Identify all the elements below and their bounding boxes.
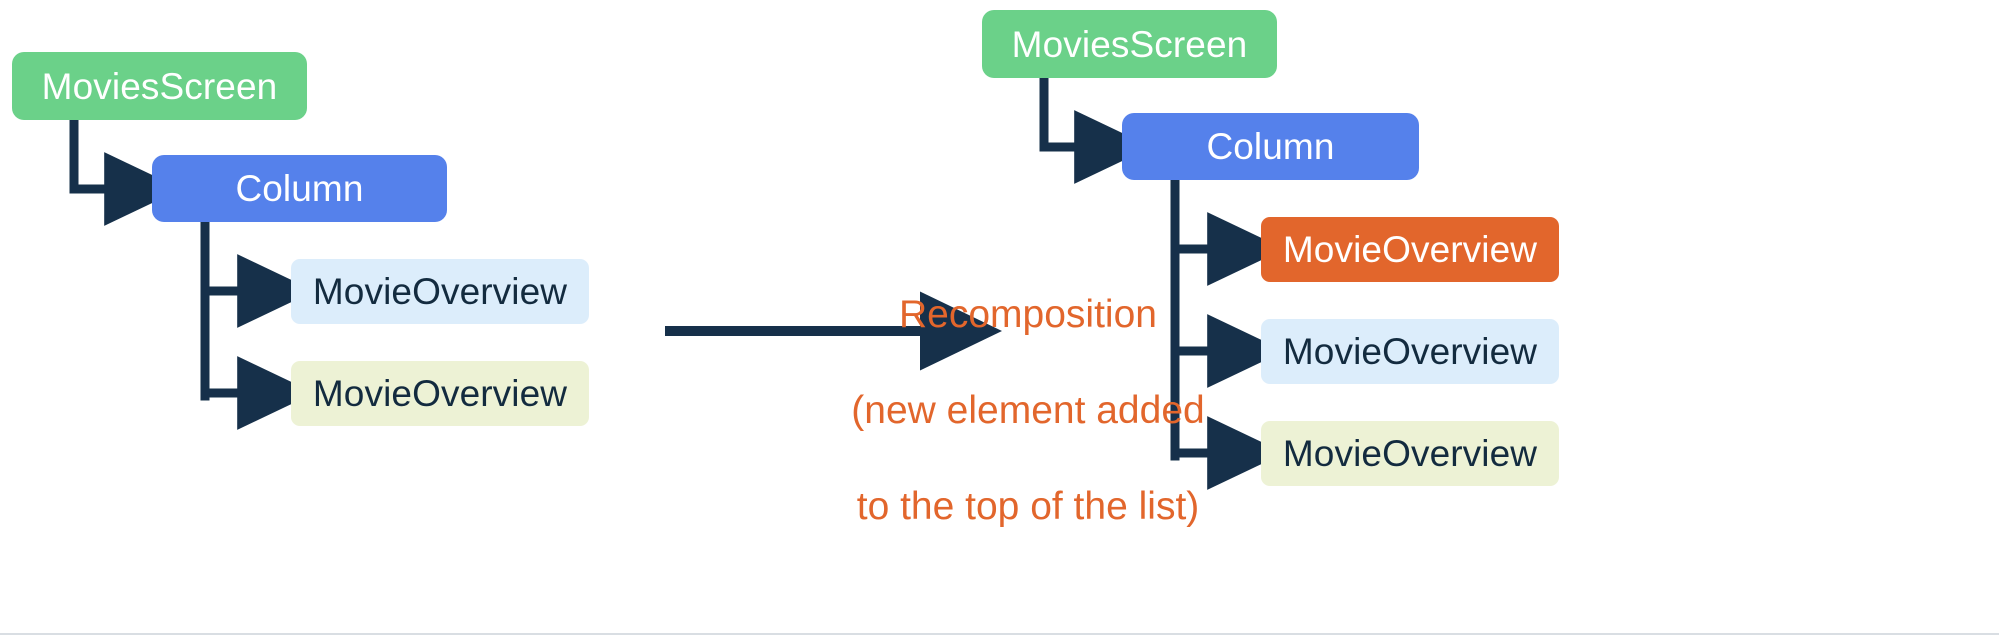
after-node-movies-screen[interactable]: MoviesScreen [982,10,1277,78]
recomposition-caption: Recomposition (new element added to the … [833,243,1223,579]
before-node-movies-screen[interactable]: MoviesScreen [12,52,307,120]
before-node-column[interactable]: Column [152,155,447,222]
connector-movies-screen-to-column-after [1039,73,1152,184]
connector-movies-screen-to-column-before [69,115,182,226]
after-node-movie-overview-2[interactable]: MovieOverview [1261,421,1559,486]
before-node-movie-overview-1[interactable]: MovieOverview [291,259,589,324]
after-node-movie-overview-new[interactable]: MovieOverview [1261,217,1559,282]
after-node-movie-overview-1[interactable]: MovieOverview [1261,319,1559,384]
before-node-movie-overview-2[interactable]: MovieOverview [291,361,589,426]
after-node-column[interactable]: Column [1122,113,1419,180]
caption-line-1: Recomposition [899,293,1157,336]
connector-column-to-children-before [200,217,315,430]
caption-line-3: to the top of the list) [856,485,1200,528]
bottom-divider [0,633,1999,635]
caption-line-2: (new element added [851,389,1205,432]
